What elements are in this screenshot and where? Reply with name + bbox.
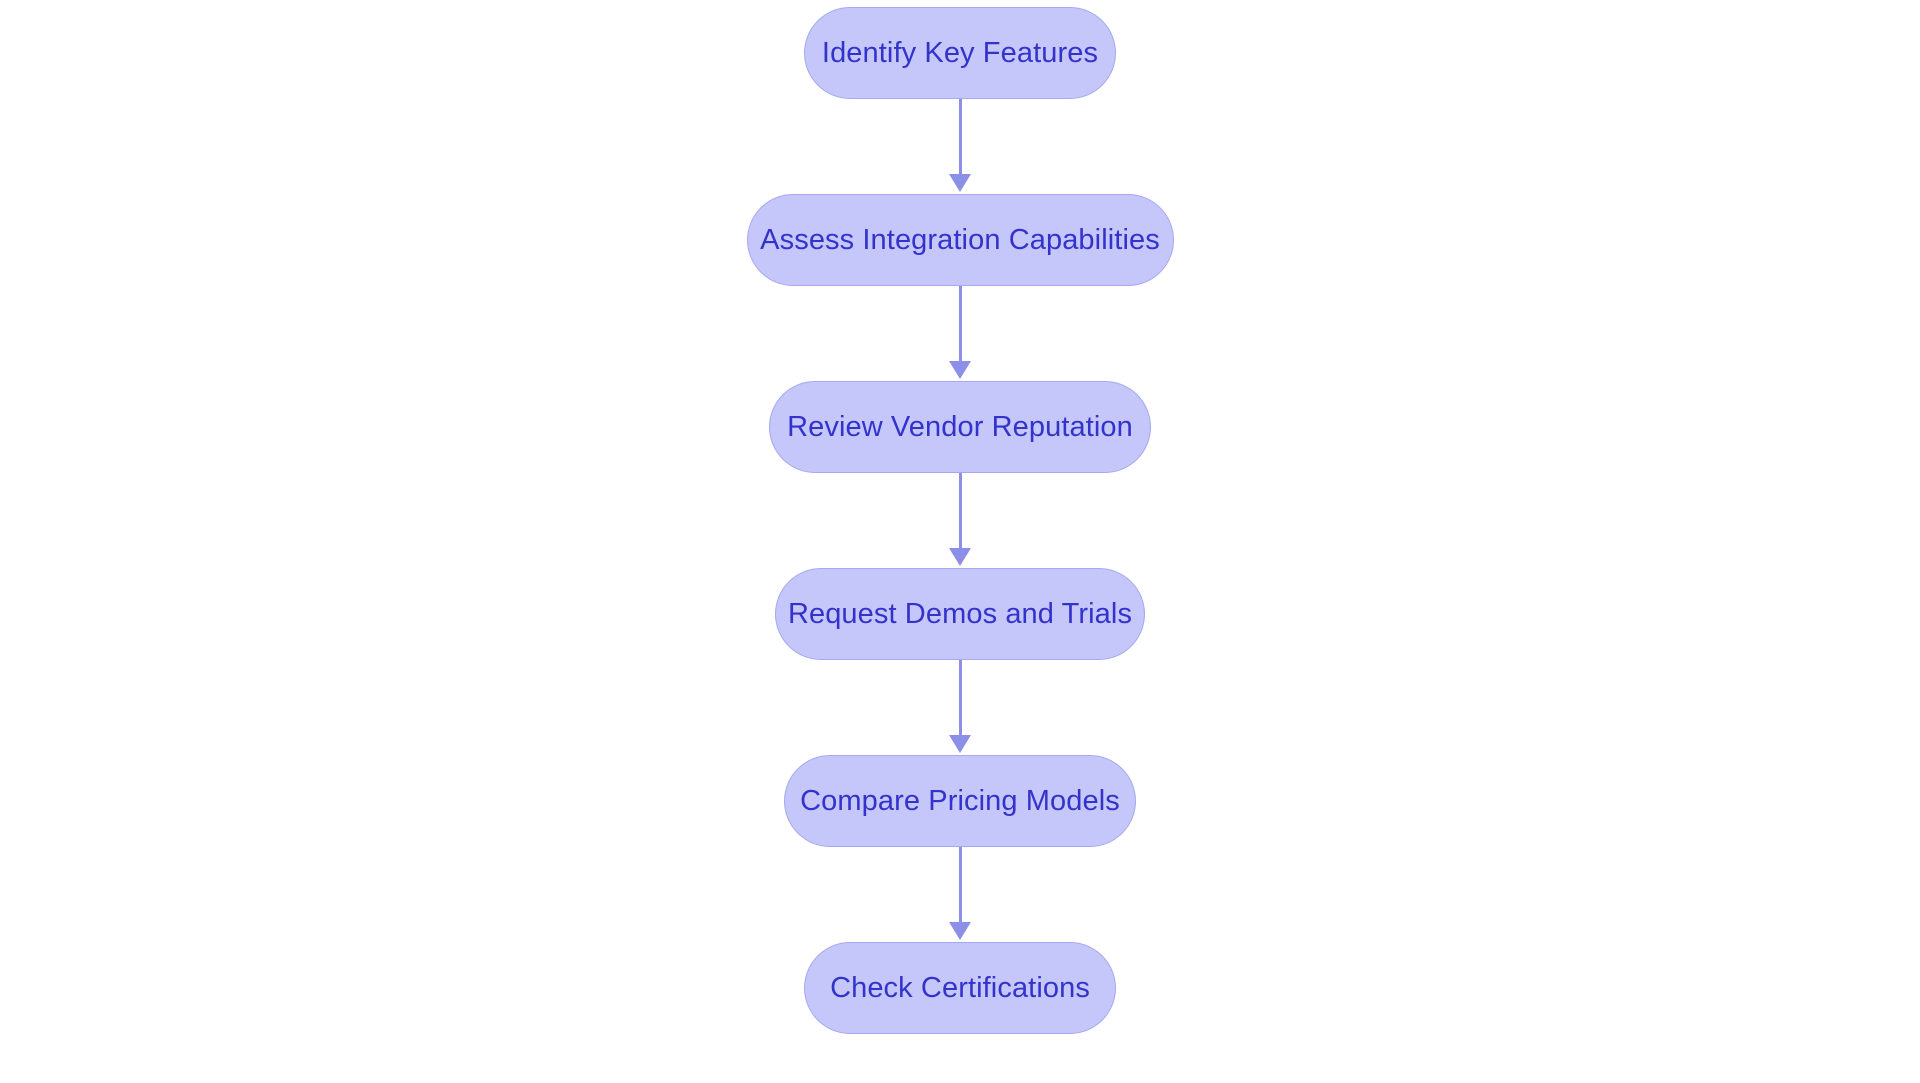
flow-node-assess-integration[interactable]: Assess Integration Capabilities xyxy=(746,194,1174,286)
arrow-stem xyxy=(958,286,962,362)
arrow-stem xyxy=(958,99,962,175)
flow-node-compare-pricing-models[interactable]: Compare Pricing Models xyxy=(784,755,1136,847)
flow-node-label: Identify Key Features xyxy=(821,36,1099,69)
arrow-down-icon xyxy=(949,922,971,940)
flow-arrow-request-to-compare xyxy=(940,660,980,755)
flow-node-label: Request Demos and Trials xyxy=(787,597,1133,630)
flow-node-review-vendor-reputation[interactable]: Review Vendor Reputation xyxy=(769,381,1151,473)
flow-arrow-identify-to-assess xyxy=(940,99,980,194)
flow-node-label: Compare Pricing Models xyxy=(800,784,1120,817)
arrow-stem xyxy=(958,847,962,923)
arrow-down-icon xyxy=(949,735,971,753)
flow-node-label: Review Vendor Reputation xyxy=(787,410,1133,443)
flow-node-label: Assess Integration Capabilities xyxy=(760,223,1160,256)
arrow-down-icon xyxy=(949,361,971,379)
flow-arrow-compare-to-check xyxy=(940,847,980,942)
flow-node-label: Check Certifications xyxy=(830,971,1090,1004)
flow-arrow-review-to-request xyxy=(940,473,980,568)
flow-arrow-assess-to-review xyxy=(940,286,980,381)
flow-node-identify-key-features[interactable]: Identify Key Features xyxy=(804,7,1116,99)
arrow-down-icon xyxy=(949,174,971,192)
arrow-stem xyxy=(958,660,962,736)
arrow-down-icon xyxy=(949,548,971,566)
flow-node-request-demos-and-trials[interactable]: Request Demos and Trials xyxy=(775,568,1145,660)
flow-node-check-certifications[interactable]: Check Certifications xyxy=(804,942,1116,1034)
arrow-stem xyxy=(958,473,962,549)
